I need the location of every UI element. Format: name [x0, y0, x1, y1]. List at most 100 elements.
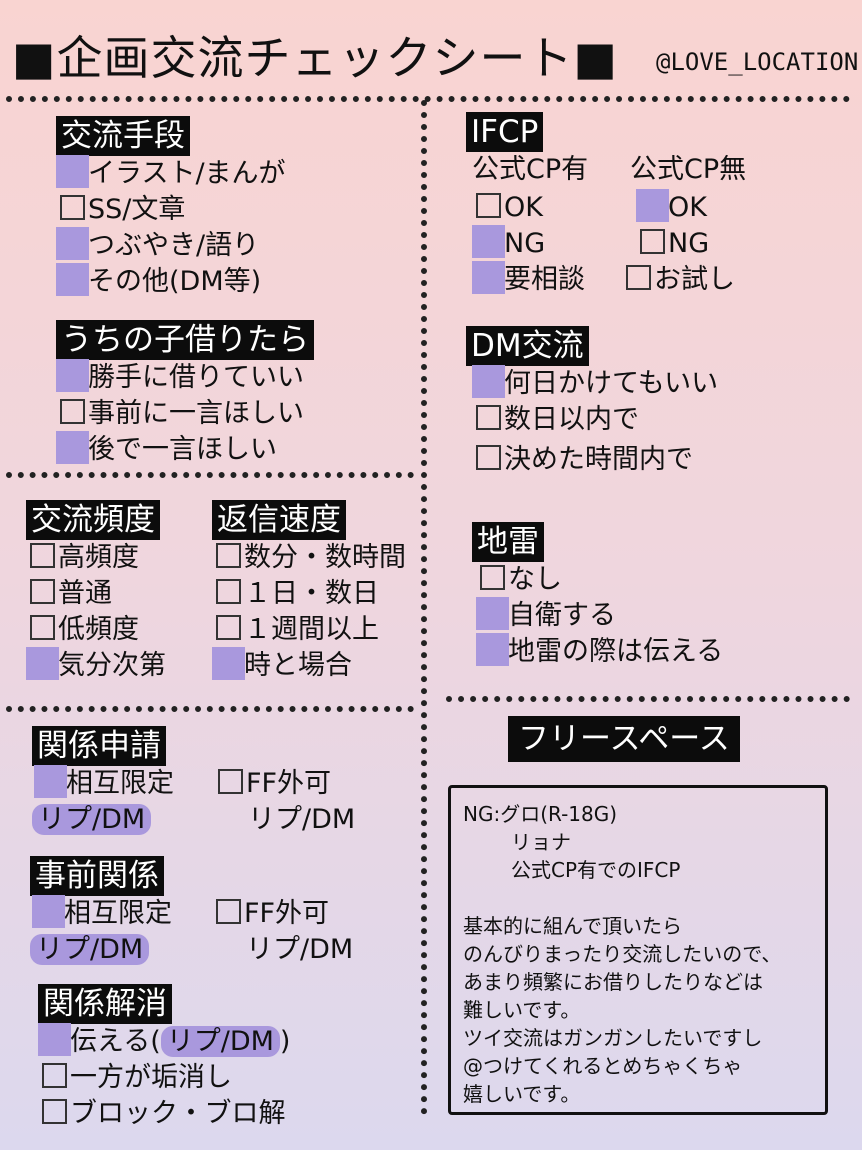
- borrow-options: 勝手に借りていい 事前に一言ほしい 後で一言ほしい: [60, 360, 304, 468]
- checkbox-checked[interactable]: [30, 651, 55, 676]
- method-options: イラスト/まんが SS/文章 つぶやき/語り その他(DM等): [60, 156, 286, 300]
- checkbox[interactable]: [216, 579, 241, 604]
- option-ifcp1-1[interactable]: NG: [476, 226, 585, 262]
- section-header-relation-request: 関係申請: [32, 726, 166, 766]
- free-line-4: のんびりまったり交流したいので、: [463, 942, 782, 966]
- option-ifcp2-2[interactable]: お試し: [626, 262, 735, 298]
- option-frequency-2[interactable]: 低頻度: [30, 612, 166, 648]
- section-header-ifcp: IFCP: [466, 112, 544, 152]
- checkbox-checked[interactable]: [60, 267, 85, 292]
- free-space-box: NG:グロ(R-18G) リョナ 公式CP有でのIFCP 基本的に組んで頂いたら…: [448, 785, 828, 1115]
- option-reply-3[interactable]: 時と場合: [216, 648, 406, 684]
- checkbox-checked[interactable]: [476, 229, 501, 254]
- checkbox-checked[interactable]: [476, 265, 501, 290]
- option-borrow-0[interactable]: 勝手に借りていい: [60, 360, 304, 396]
- divider-vertical: [421, 100, 427, 1115]
- page-title: ■企画交流チェックシート■: [12, 31, 618, 85]
- free-line-6: 難しいです。: [463, 998, 581, 1022]
- checkbox[interactable]: [60, 195, 85, 220]
- divider-left-1: [6, 472, 414, 478]
- dm-options: 何日かけてもいい 数日以内で 決めた時間内で: [476, 366, 718, 478]
- option-method-1[interactable]: SS/文章: [60, 192, 286, 228]
- free-line-8: @つけてくれるとめちゃくちゃ: [463, 1054, 743, 1078]
- checkbox[interactable]: [480, 565, 505, 590]
- prior-relation-right-sub: リプ/DM: [246, 934, 354, 965]
- ifcp-col1: OK NG 要相談: [476, 190, 585, 298]
- checkbox[interactable]: [640, 229, 665, 254]
- option-prior-relation-left[interactable]: 相互限定: [36, 896, 172, 932]
- reply-speed-options: 数分・数時間 １日・数日 １週間以上 時と場合: [216, 540, 406, 684]
- free-line-3: 基本的に組んで頂いたら: [463, 914, 682, 938]
- divider-top: [6, 96, 850, 102]
- checkbox[interactable]: [218, 769, 243, 794]
- relation-request-left-sub: リプ/DM: [32, 802, 152, 838]
- option-relation-end-0[interactable]: 伝える(リプ/DM): [42, 1024, 290, 1060]
- checkbox-checked[interactable]: [216, 651, 241, 676]
- checkbox-checked[interactable]: [38, 769, 63, 794]
- ifcp-col1-title: 公式CP有: [472, 154, 589, 185]
- option-reply-1[interactable]: １日・数日: [216, 576, 406, 612]
- divider-left-2: [6, 706, 414, 712]
- option-landmine-0[interactable]: なし: [480, 562, 723, 598]
- checkbox[interactable]: [42, 1099, 67, 1124]
- option-ifcp2-1[interactable]: NG: [640, 226, 735, 262]
- option-prior-relation-right[interactable]: FF外可: [216, 896, 329, 932]
- checkbox-checked[interactable]: [640, 193, 665, 218]
- checkbox[interactable]: [216, 899, 241, 924]
- checkbox[interactable]: [60, 399, 85, 424]
- option-borrow-1[interactable]: 事前に一言ほしい: [60, 396, 304, 432]
- section-header-reply-speed: 返信速度: [212, 500, 346, 540]
- option-frequency-1[interactable]: 普通: [30, 576, 166, 612]
- option-reply-2[interactable]: １週間以上: [216, 612, 406, 648]
- checkbox[interactable]: [216, 543, 241, 568]
- option-ifcp1-2[interactable]: 要相談: [476, 262, 585, 298]
- checkbox-checked[interactable]: [60, 159, 85, 184]
- landmine-options: なし 自衛する 地雷の際は伝える: [480, 562, 723, 670]
- checkbox[interactable]: [42, 1063, 67, 1088]
- option-ifcp1-0[interactable]: OK: [476, 190, 585, 226]
- free-line-5: あまり頻繁にお借りしたりなどは: [463, 970, 763, 994]
- option-method-0[interactable]: イラスト/まんが: [60, 156, 286, 192]
- option-ifcp2-0[interactable]: OK: [640, 190, 735, 226]
- free-line-9: 嬉しいです。: [463, 1082, 581, 1106]
- checkbox[interactable]: [30, 579, 55, 604]
- option-dm-1[interactable]: 数日以内で: [476, 402, 718, 438]
- checkbox[interactable]: [476, 445, 501, 470]
- checkbox[interactable]: [216, 615, 241, 640]
- option-borrow-2[interactable]: 後で一言ほしい: [60, 432, 304, 468]
- option-dm-2[interactable]: 決めた時間内で: [476, 442, 718, 478]
- option-relation-request-right[interactable]: FF外可: [218, 766, 331, 802]
- checkbox-checked[interactable]: [60, 231, 85, 256]
- option-frequency-0[interactable]: 高頻度: [30, 540, 166, 576]
- option-landmine-2[interactable]: 地雷の際は伝える: [480, 634, 723, 670]
- checkbox-checked[interactable]: [42, 1027, 67, 1052]
- checkbox[interactable]: [476, 405, 501, 430]
- section-header-landmine: 地雷: [472, 522, 544, 562]
- section-header-dm: DM交流: [466, 326, 589, 366]
- checkbox-checked[interactable]: [476, 369, 501, 394]
- option-method-3[interactable]: その他(DM等): [60, 264, 286, 300]
- checkbox[interactable]: [30, 543, 55, 568]
- option-relation-end-1[interactable]: 一方が垢消し: [42, 1060, 290, 1096]
- option-relation-request-left[interactable]: 相互限定: [38, 766, 174, 802]
- option-frequency-3[interactable]: 気分次第: [30, 648, 166, 684]
- option-landmine-1[interactable]: 自衛する: [480, 598, 723, 634]
- author-credit: @LOVE_LOCATION: [656, 48, 859, 76]
- checkbox[interactable]: [30, 615, 55, 640]
- checkbox-checked[interactable]: [60, 435, 85, 460]
- checkbox-checked[interactable]: [60, 363, 85, 388]
- option-relation-end-2[interactable]: ブロック・ブロ解: [42, 1096, 290, 1132]
- option-method-2[interactable]: つぶやき/語り: [60, 228, 286, 264]
- free-line-1: リョナ: [511, 830, 571, 854]
- option-reply-0[interactable]: 数分・数時間: [216, 540, 406, 576]
- checkbox-checked[interactable]: [480, 637, 505, 662]
- relation-request-right-sub: リプ/DM: [248, 804, 356, 835]
- section-header-method: 交流手段: [56, 116, 190, 156]
- section-header-relation-end: 関係解消: [38, 984, 172, 1024]
- checkbox[interactable]: [626, 265, 651, 290]
- option-dm-0[interactable]: 何日かけてもいい: [476, 366, 718, 402]
- checkbox-checked[interactable]: [480, 601, 505, 626]
- ifcp-col2: OK NG お試し: [626, 190, 735, 298]
- checkbox-checked[interactable]: [36, 899, 61, 924]
- checkbox[interactable]: [476, 193, 501, 218]
